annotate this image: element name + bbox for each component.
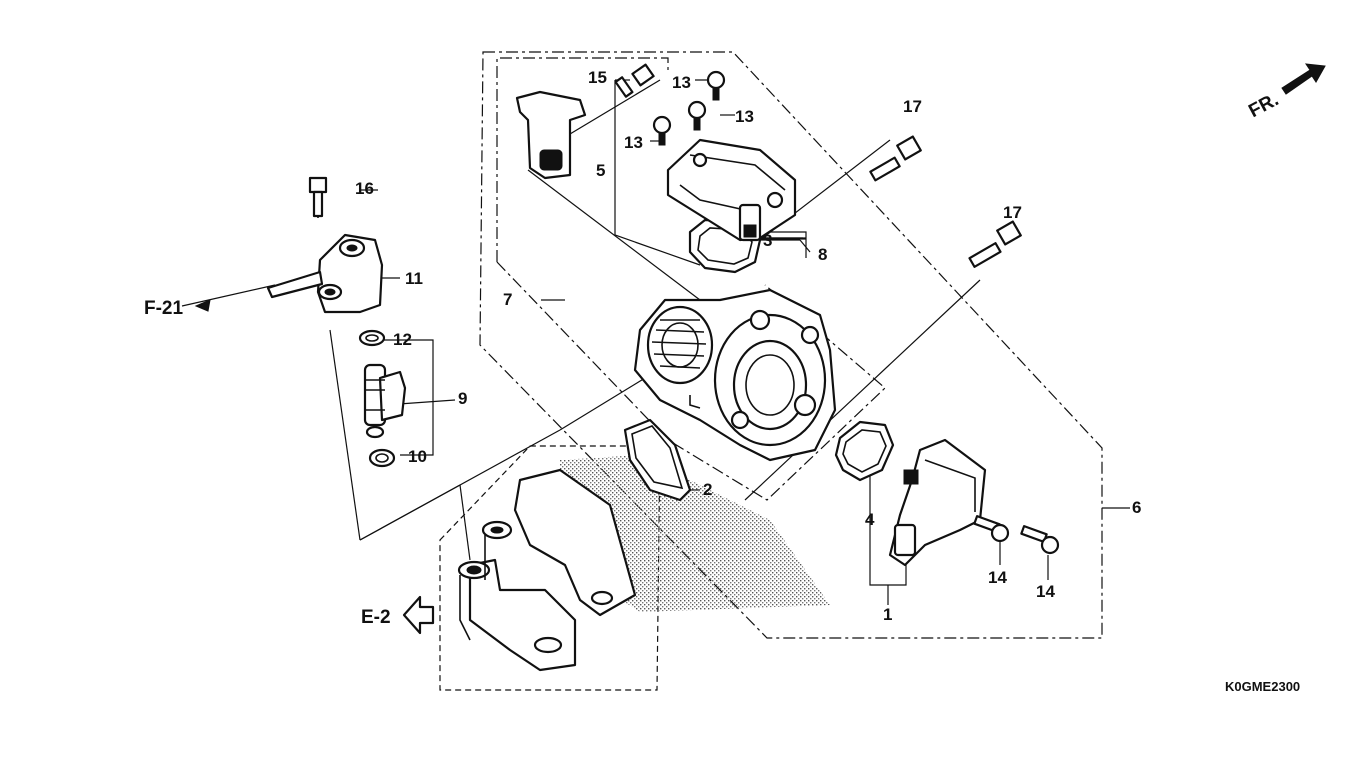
assembly-7-boundary [496,57,886,501]
callout-6: 6 [1132,498,1141,517]
callout-8: 8 [818,245,827,264]
assembly-6-boundary [479,51,1103,639]
callout-15: 15 [588,68,607,87]
callout-1: 1 [883,605,892,624]
gasket-2 [623,418,692,502]
bolt-17-b [968,220,1022,268]
o-ring-12 [358,329,386,347]
callout-3: 3 [763,231,772,250]
reference-f21: F-21 [144,298,184,319]
screw-14-a [973,515,1010,543]
callout-17-a: 17 [903,97,922,116]
callout-14-b: 14 [1036,582,1055,601]
reference-e2: E-2 [361,607,391,628]
bolt-15 [614,63,655,98]
idle-air-control-valve [666,138,797,242]
callout-10: 10 [408,447,427,466]
callout-11: 11 [405,269,423,288]
callout-14-a: 14 [988,568,1007,587]
callout-labels: 1 2 3 4 5 6 7 8 9 10 11 12 13 13 13 14 1… [355,68,1141,624]
figure-code: K0GME2300 [1225,679,1300,694]
callout-16: 16 [355,179,374,198]
throttle-position-sensor [888,438,987,567]
callout-2: 2 [703,480,712,499]
bolt-17-a [869,135,922,182]
screw-13-c [652,115,672,146]
throttle-body [633,288,837,462]
callout-17-b: 17 [1003,203,1022,222]
callout-5: 5 [596,161,605,180]
front-direction-arrow [1281,63,1326,95]
f21-arrow [194,299,211,312]
intake-manifold [457,455,830,672]
callout-13-b: 13 [735,107,754,126]
fuel-injector [363,363,407,439]
leader-lines [181,79,1130,605]
bolt-16 [308,176,328,218]
callout-9: 9 [458,389,467,408]
screw-14-b [1020,525,1060,555]
callout-7: 7 [503,290,512,309]
front-marker-label: FR. [1245,89,1282,122]
screw-13-b [687,100,707,131]
seal-ring-10 [368,448,396,468]
callout-13-a: 13 [672,73,691,92]
screw-13-a [706,70,726,101]
fuel-feed-pipe [266,233,384,314]
callout-4: 4 [865,510,875,529]
callout-13-c: 13 [624,133,643,152]
callout-12: 12 [393,330,412,349]
e2-arrow [402,595,435,635]
bracket-5 [515,90,587,180]
